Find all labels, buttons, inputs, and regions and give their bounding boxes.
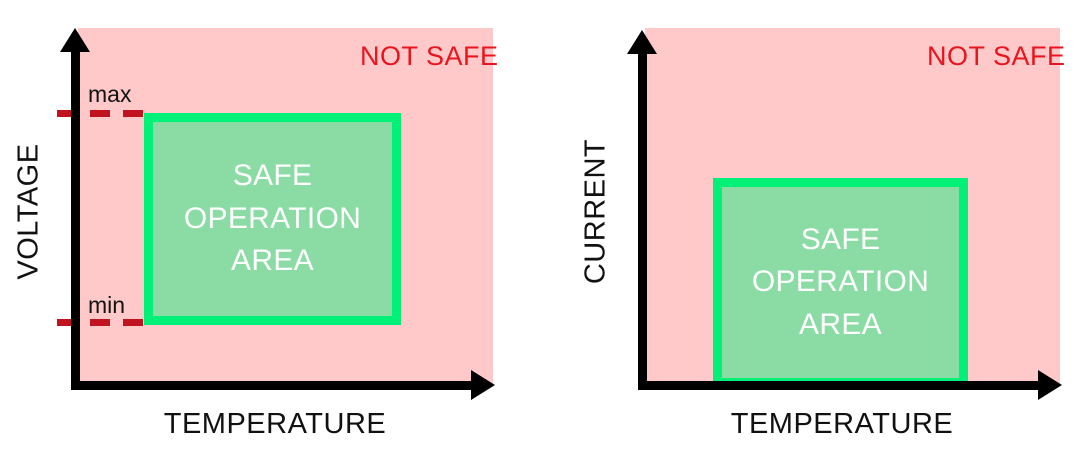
x-axis-arrow-voltage	[471, 370, 495, 400]
x-axis-line-current	[638, 381, 1038, 390]
y-axis-line-voltage	[71, 50, 80, 390]
safe-operation-area-current: SAFE OPERATION AREA	[713, 178, 968, 387]
y-axis-line-current	[638, 52, 647, 390]
panel-current: NOT SAFE SAFE OPERATION AREA CURRENT TEM…	[539, 0, 1078, 462]
threshold-label-max: max	[88, 81, 132, 107]
panel-voltage: NOT SAFE max min SAFE OPERATION AREA VOL…	[12, 28, 499, 440]
safe-label-line-2: OPERATION	[751, 265, 930, 299]
x-axis-line-voltage	[71, 381, 471, 390]
safe-label-line-3: AREA	[799, 307, 882, 341]
x-axis-title-current: TEMPERATURE	[730, 408, 954, 440]
x-axis-arrow-current	[1038, 370, 1062, 400]
threshold-line-min	[57, 319, 152, 326]
x-axis-title-voltage: TEMPERATURE	[163, 408, 387, 440]
safe-label-line-1: SAFE	[800, 222, 881, 256]
y-axis-title-voltage: VOLTAGE	[12, 143, 45, 280]
y-axis-title-current: CURRENT	[579, 138, 612, 285]
safe-label-line-1: SAFE	[232, 159, 313, 193]
threshold-line-max	[57, 110, 152, 117]
y-axis-arrow-current	[627, 30, 657, 54]
safe-label-line-3: AREA	[231, 244, 314, 278]
safe-operation-area-voltage: SAFE OPERATION AREA	[144, 113, 401, 325]
safe-label-line-2: OPERATION	[183, 201, 362, 235]
not-safe-label-current: NOT SAFE	[927, 41, 1066, 71]
not-safe-label-voltage: NOT SAFE	[360, 41, 499, 71]
threshold-label-min: min	[88, 292, 126, 318]
y-axis-arrow-voltage	[60, 28, 90, 52]
